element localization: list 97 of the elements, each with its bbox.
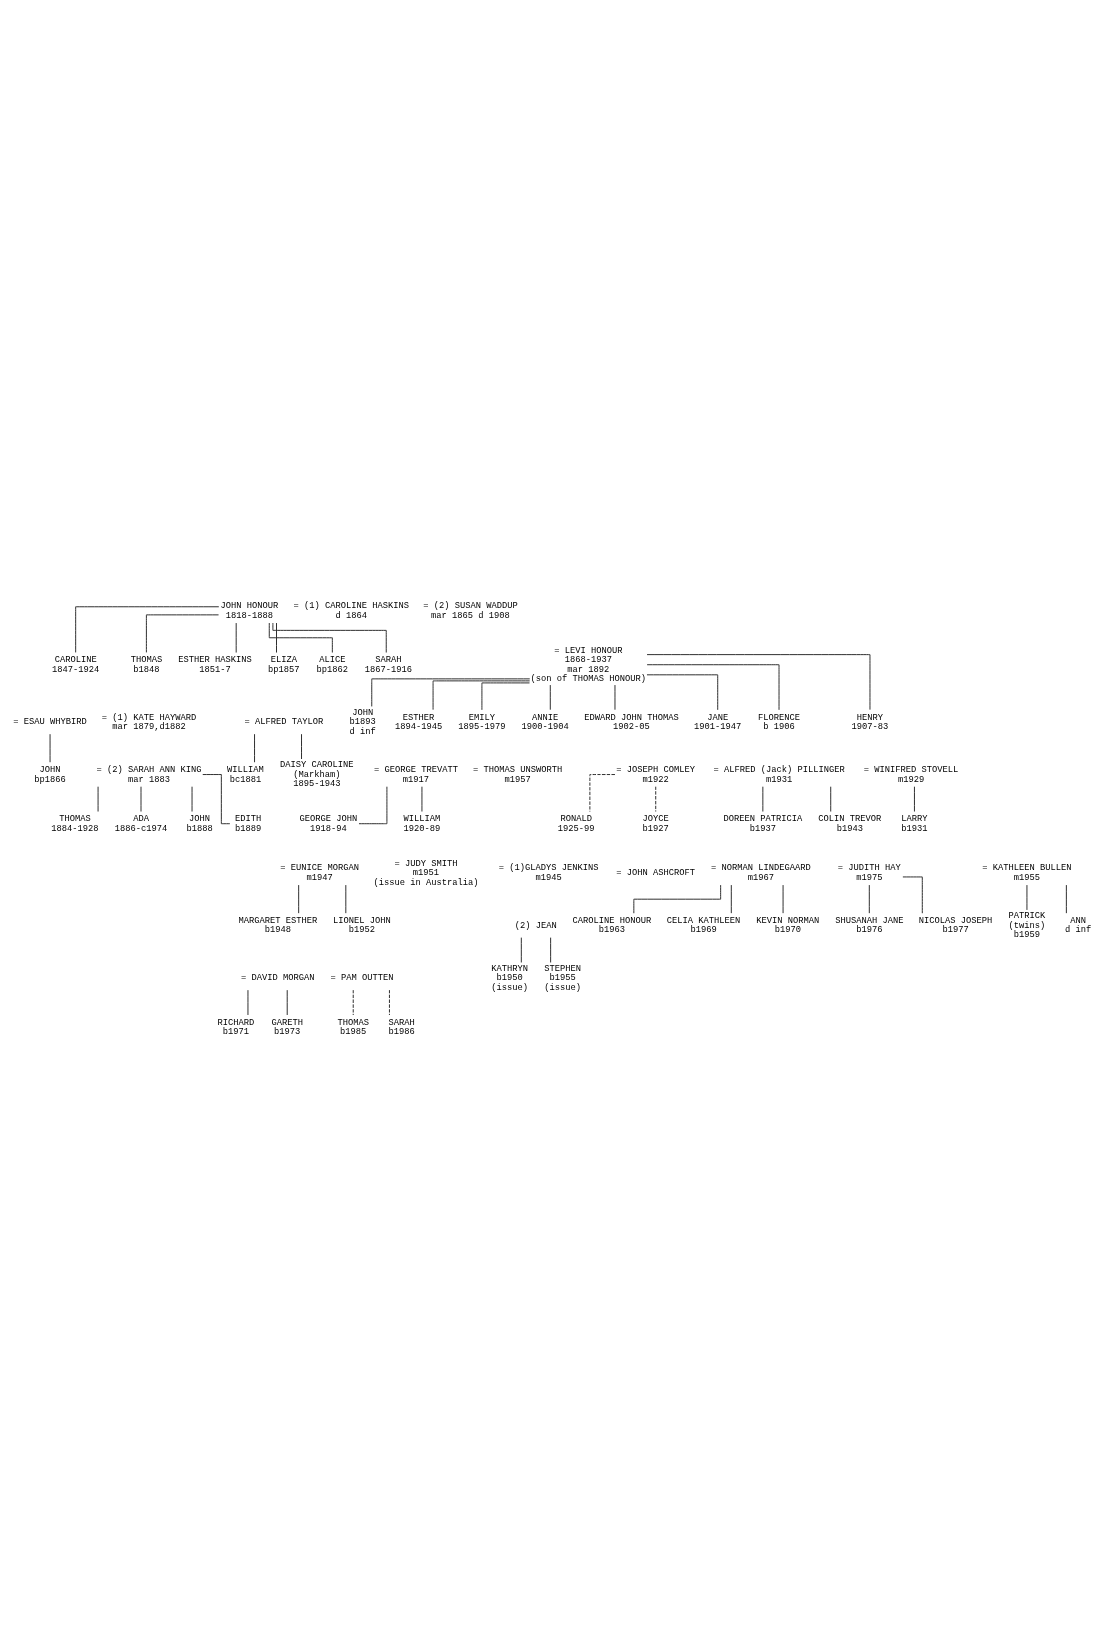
node-text: JOHN bp1866 <box>34 764 66 785</box>
node-text: NICOLAS JOSEPH b1977 <box>918 915 993 935</box>
connector <box>371 677 531 707</box>
node-text: EDWARD JOHN THOMAS 1902-05 <box>584 712 679 732</box>
node-text: SHUSANAH JANE b1976 <box>835 915 904 935</box>
node-text: = NORMAN LINDEGAARD m1967 <box>710 862 811 883</box>
node-text: WILLIAM 1920-89 <box>403 813 441 834</box>
node-text: EMILY 1895-1979 <box>458 712 506 732</box>
connector <box>520 936 522 963</box>
connector <box>272 622 387 653</box>
node-text: ADA 1886-c1974 <box>114 813 168 834</box>
node-text: = (1) CAROLINE HASKINS d 1864 <box>293 600 409 621</box>
node-text: = JOSEPH COMLEY m1922 <box>616 764 696 785</box>
connector <box>298 884 300 914</box>
connector <box>345 884 347 914</box>
node-text: = ALFRED (Jack) PILLINGER m1931 <box>713 764 845 785</box>
node-text: ALICE bp1862 <box>316 654 349 675</box>
connector <box>254 733 255 763</box>
node-text: = (1)GLADYS JENKINS m1945 <box>498 862 599 883</box>
node-text: = WINIFRED STOVELL m1929 <box>863 764 959 785</box>
connector <box>913 785 915 812</box>
node-text: CAROLINE HONOUR b1963 <box>572 915 652 935</box>
node-text: (2) JEAN <box>514 920 557 931</box>
connector <box>589 773 616 812</box>
node-text: SARAH b1986 <box>388 1017 415 1037</box>
node-text: GARETH b1973 <box>271 1017 303 1037</box>
node-text: = JUDITH HAY m1975 <box>837 862 901 883</box>
node-text: HENRY 1907-83 <box>851 712 889 732</box>
node-text: THOMAS 1884-1928 <box>51 813 99 834</box>
node-text: DAISY CAROLINE (Markham) 1895-1943 <box>280 759 354 789</box>
node-text: JOHN b1888 <box>186 813 213 834</box>
node-text: JOHN b1893 d inf <box>349 707 376 737</box>
node-text: PATRICK (twins) b1959 <box>1008 910 1046 940</box>
node-text: GEORGE JOHN 1918-94 <box>299 813 358 834</box>
connector <box>145 613 219 653</box>
node-text: = THOMAS UNSWORTH m1957 <box>472 764 563 785</box>
node-text: = KATHLEEN BULLEN m1955 <box>982 862 1072 883</box>
node-text: LARRY b1931 <box>901 813 928 834</box>
connector <box>432 679 531 710</box>
connector <box>830 785 832 812</box>
node-text: JANE 1901-1947 <box>694 712 742 732</box>
node-text: JOYCE b1927 <box>642 813 669 834</box>
node-text: EDITH b1889 <box>235 813 262 834</box>
node-text: ESTHER HASKINS 1851-7 <box>178 654 252 675</box>
node-text: JOHN HONOUR 1818-1888 <box>220 600 279 621</box>
connector <box>276 622 277 653</box>
node-text: = PAM OUTTEN <box>330 972 394 983</box>
node-text: THOMAS b1985 <box>337 1017 369 1037</box>
connector <box>358 785 388 824</box>
node-text: = LEVI HONOUR 1868-1937 mar 1892 (son of THOMAS HONOUR) <box>530 645 647 684</box>
node-text: SARAH 1867-1916 <box>364 654 412 675</box>
node-text: = JOHN ASHCROFT <box>616 867 696 878</box>
connector <box>388 989 390 1015</box>
connector <box>655 785 657 812</box>
node-text: KATHRYN b1950 (issue) <box>491 963 528 993</box>
node-text: LIONEL JOHN b1952 <box>333 915 391 935</box>
connector <box>235 622 237 653</box>
connector <box>286 989 288 1015</box>
node-text: CAROLINE 1847-1924 <box>52 654 100 675</box>
node-text: = DAVID MORGAN <box>241 972 315 983</box>
node-text: STEPHEN b1955 (issue) <box>544 963 582 993</box>
node-text: DOREEN PATRICIA b1937 <box>723 813 803 834</box>
connector <box>268 622 333 653</box>
node-text: = (2) SARAH ANN KING mar 1883 <box>96 764 202 785</box>
node-text: COLIN TREVOR b1943 <box>818 813 882 834</box>
node-text: FLORENCE b 1906 <box>758 712 801 732</box>
node-text: MARGARET ESTHER b1948 <box>238 915 318 935</box>
connector <box>730 884 732 914</box>
node-text: = GEORGE TREVATT m1917 <box>373 764 458 785</box>
node-text: CELIA KATHLEEN b1969 <box>666 915 741 935</box>
connector <box>301 733 302 759</box>
node-text: = (2) SUSAN WADDUP mar 1865 d 1908 <box>423 600 518 621</box>
node-text: = ESAU WHYBIRD <box>13 716 87 727</box>
node-text: ESTHER 1894-1945 <box>394 712 443 732</box>
node-text: ANN d inf <box>1065 915 1092 935</box>
node-text: = ALFRED TAYLOR <box>244 716 324 727</box>
connector <box>550 936 552 963</box>
connector <box>352 989 354 1015</box>
connector <box>646 673 719 710</box>
connector <box>646 653 871 710</box>
node-text: RICHARD b1971 <box>217 1017 255 1037</box>
connector <box>902 875 923 914</box>
node-text: ANNIE 1900-1904 <box>521 712 569 732</box>
connector <box>549 684 551 710</box>
node-text: THOMAS b1848 <box>130 654 163 675</box>
connector <box>868 884 870 914</box>
node-text: ELIZA bp1857 <box>268 654 300 675</box>
connector <box>762 785 764 812</box>
connector <box>1065 884 1067 914</box>
node-text: KEVIN NORMAN b1970 <box>756 915 820 935</box>
node-text: = JUDY SMITH m1951 (issue in Australia) <box>373 858 479 888</box>
node-text: = (1) KATE HAYWARD mar 1879,d1882 <box>101 712 197 732</box>
connector <box>75 605 220 653</box>
connector <box>646 663 780 710</box>
node-text: RONALD 1925-99 <box>557 813 595 834</box>
node-text: WILLIAM bc1881 <box>227 764 264 785</box>
node-text: = EUNICE MORGAN m1947 <box>280 862 359 883</box>
